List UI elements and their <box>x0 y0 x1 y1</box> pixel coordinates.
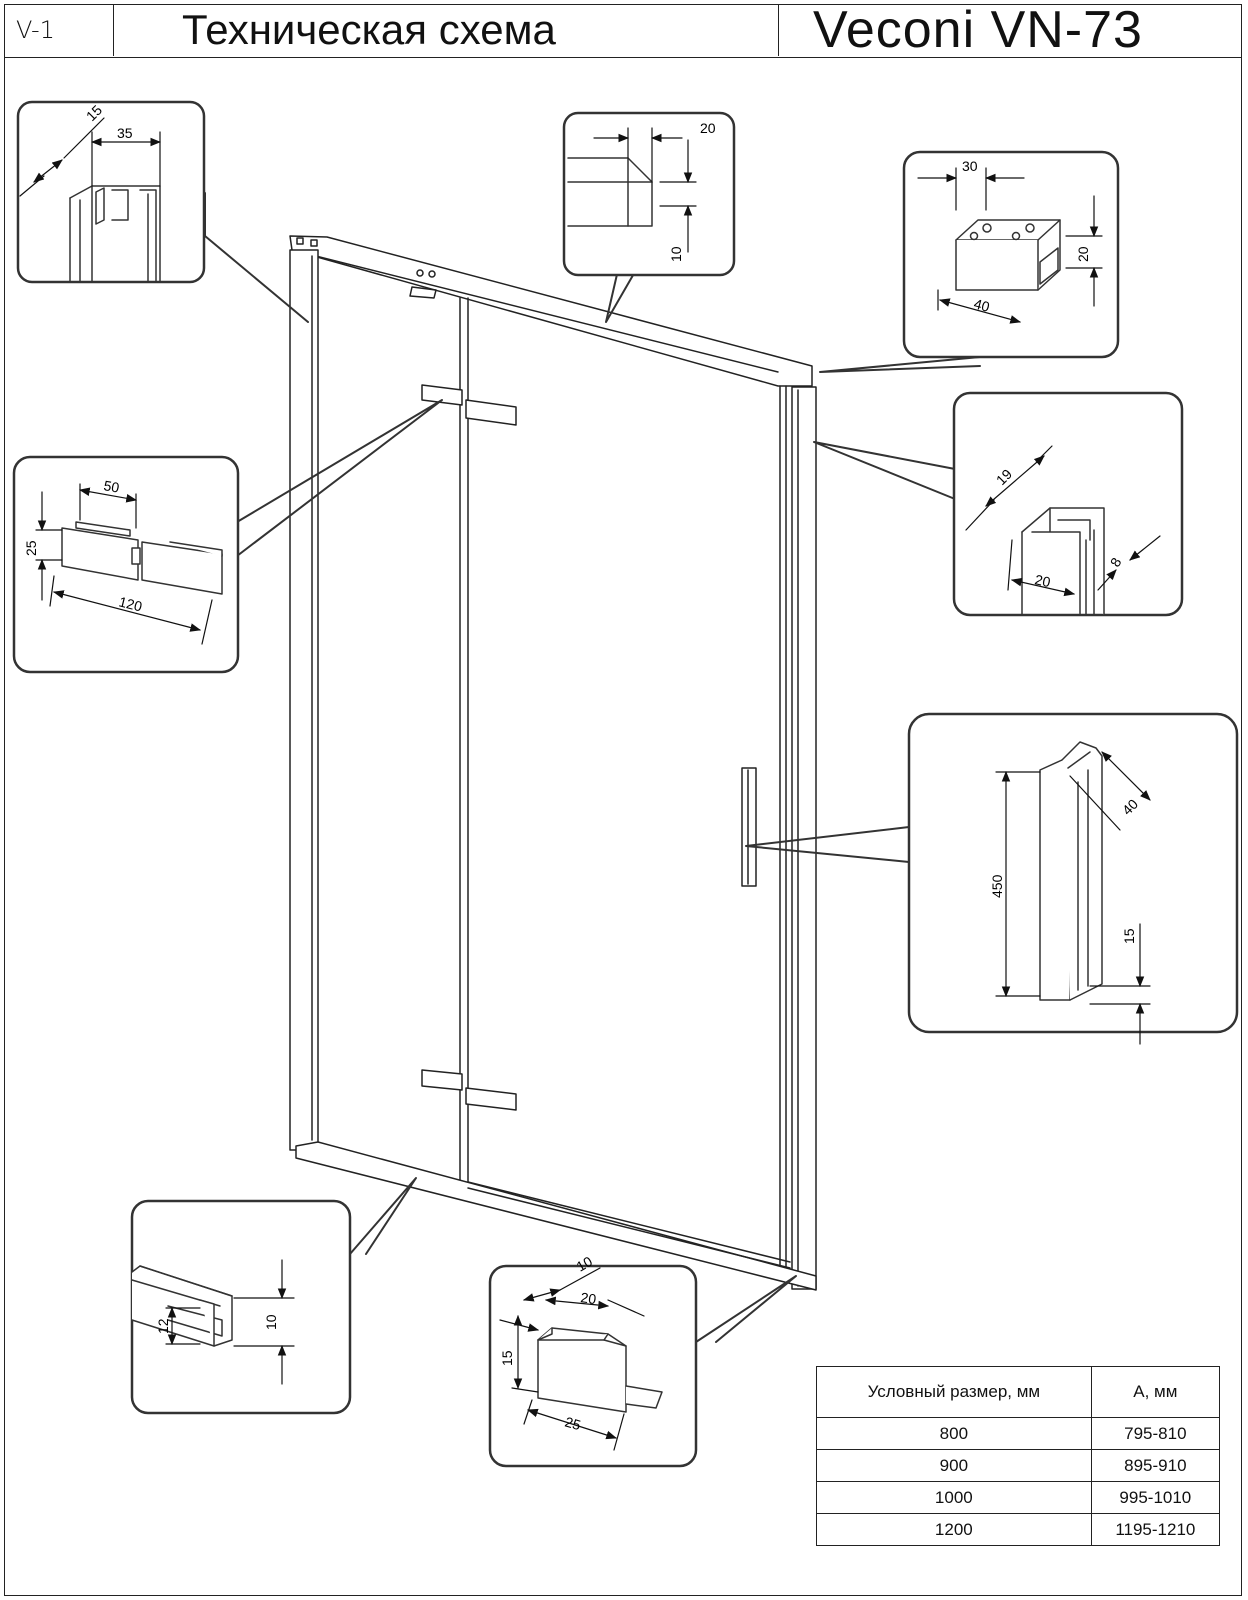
table-row: 1200 1195-1210 <box>816 1513 1221 1546</box>
table-row: 900 895-910 <box>816 1449 1221 1482</box>
opening-range-cell: 795-810 <box>1090 1417 1221 1450</box>
nominal-size-cell: 1200 <box>816 1513 1092 1546</box>
hinge-lower <box>421 1069 517 1111</box>
dim-bracket-width: 30 <box>962 158 978 174</box>
dim-stop-height: 15 <box>499 1350 515 1366</box>
dim-seal-gap: 10 <box>263 1314 279 1330</box>
bottom-rail <box>295 1141 817 1291</box>
leader-lines <box>204 192 981 1343</box>
nominal-size-cell: 800 <box>816 1417 1092 1450</box>
page-title: Техническая схема <box>114 4 779 56</box>
shower-door <box>289 235 817 1291</box>
dim-hinge-length: 120 <box>117 593 144 614</box>
callout-hinge: 50 25 120 <box>12 455 240 674</box>
nominal-size-cell: 1000 <box>816 1481 1092 1514</box>
callout-wall-profile: 15 35 <box>16 100 206 284</box>
model-name: Veconi VN-73 <box>813 1 1143 59</box>
dim-stop-width: 20 <box>580 1289 598 1307</box>
opening-range-cell: 995-1010 <box>1090 1481 1221 1514</box>
size-table-header: Условный размер, мм A, мм <box>816 1366 1221 1418</box>
dim-bracket-height: 20 <box>1075 246 1091 262</box>
callout-side-profile: 19 20 8 <box>952 391 1184 617</box>
callout-top-rail: 20 10 <box>562 111 736 277</box>
header-nominal-size: Условный размер, мм <box>816 1366 1092 1418</box>
dim-stop-length: 25 <box>563 1414 583 1434</box>
dim-rail-width: 20 <box>700 120 716 136</box>
table-row: 800 795-810 <box>816 1417 1221 1450</box>
opening-range-cell: 895-910 <box>1090 1449 1221 1482</box>
door-handle <box>741 767 757 887</box>
dim-hinge-plate: 50 <box>102 477 120 495</box>
dim-side-width: 20 <box>1033 571 1052 590</box>
dim-seal-height: 12 <box>155 1318 171 1334</box>
dim-handle-length: 450 <box>989 874 1005 898</box>
document-code: V-1 <box>4 4 114 56</box>
opening-range-cell: 1195-1210 <box>1090 1513 1221 1546</box>
callout-handle: 450 40 15 <box>907 712 1239 1045</box>
dim-hinge-height: 25 <box>23 540 39 556</box>
header-opening-a: A, мм <box>1090 1366 1221 1418</box>
dim-rail-height: 10 <box>668 246 684 262</box>
size-table: Условный размер, мм A, мм 800 795-810 90… <box>816 1366 1221 1546</box>
dim-wall-depth: 35 <box>117 125 133 141</box>
title-block: V-1 Техническая схема Veconi VN-73 <box>4 1 1242 59</box>
page-frame <box>4 4 1242 1596</box>
callout-door-stop: 10 20 15 25 <box>488 1253 698 1468</box>
dim-stop-thickness: 10 <box>574 1253 596 1275</box>
wall-profile-left <box>289 249 319 1151</box>
hinge-upper <box>421 384 517 426</box>
dim-bracket-depth: 40 <box>972 295 991 315</box>
callout-bottom-seal: 12 10 <box>130 1199 352 1415</box>
callout-corner-bracket: 30 20 40 <box>902 150 1120 359</box>
dim-handle-offset: 15 <box>1121 928 1137 944</box>
table-row: 1000 995-1010 <box>816 1481 1221 1514</box>
nominal-size-cell: 900 <box>816 1449 1092 1482</box>
